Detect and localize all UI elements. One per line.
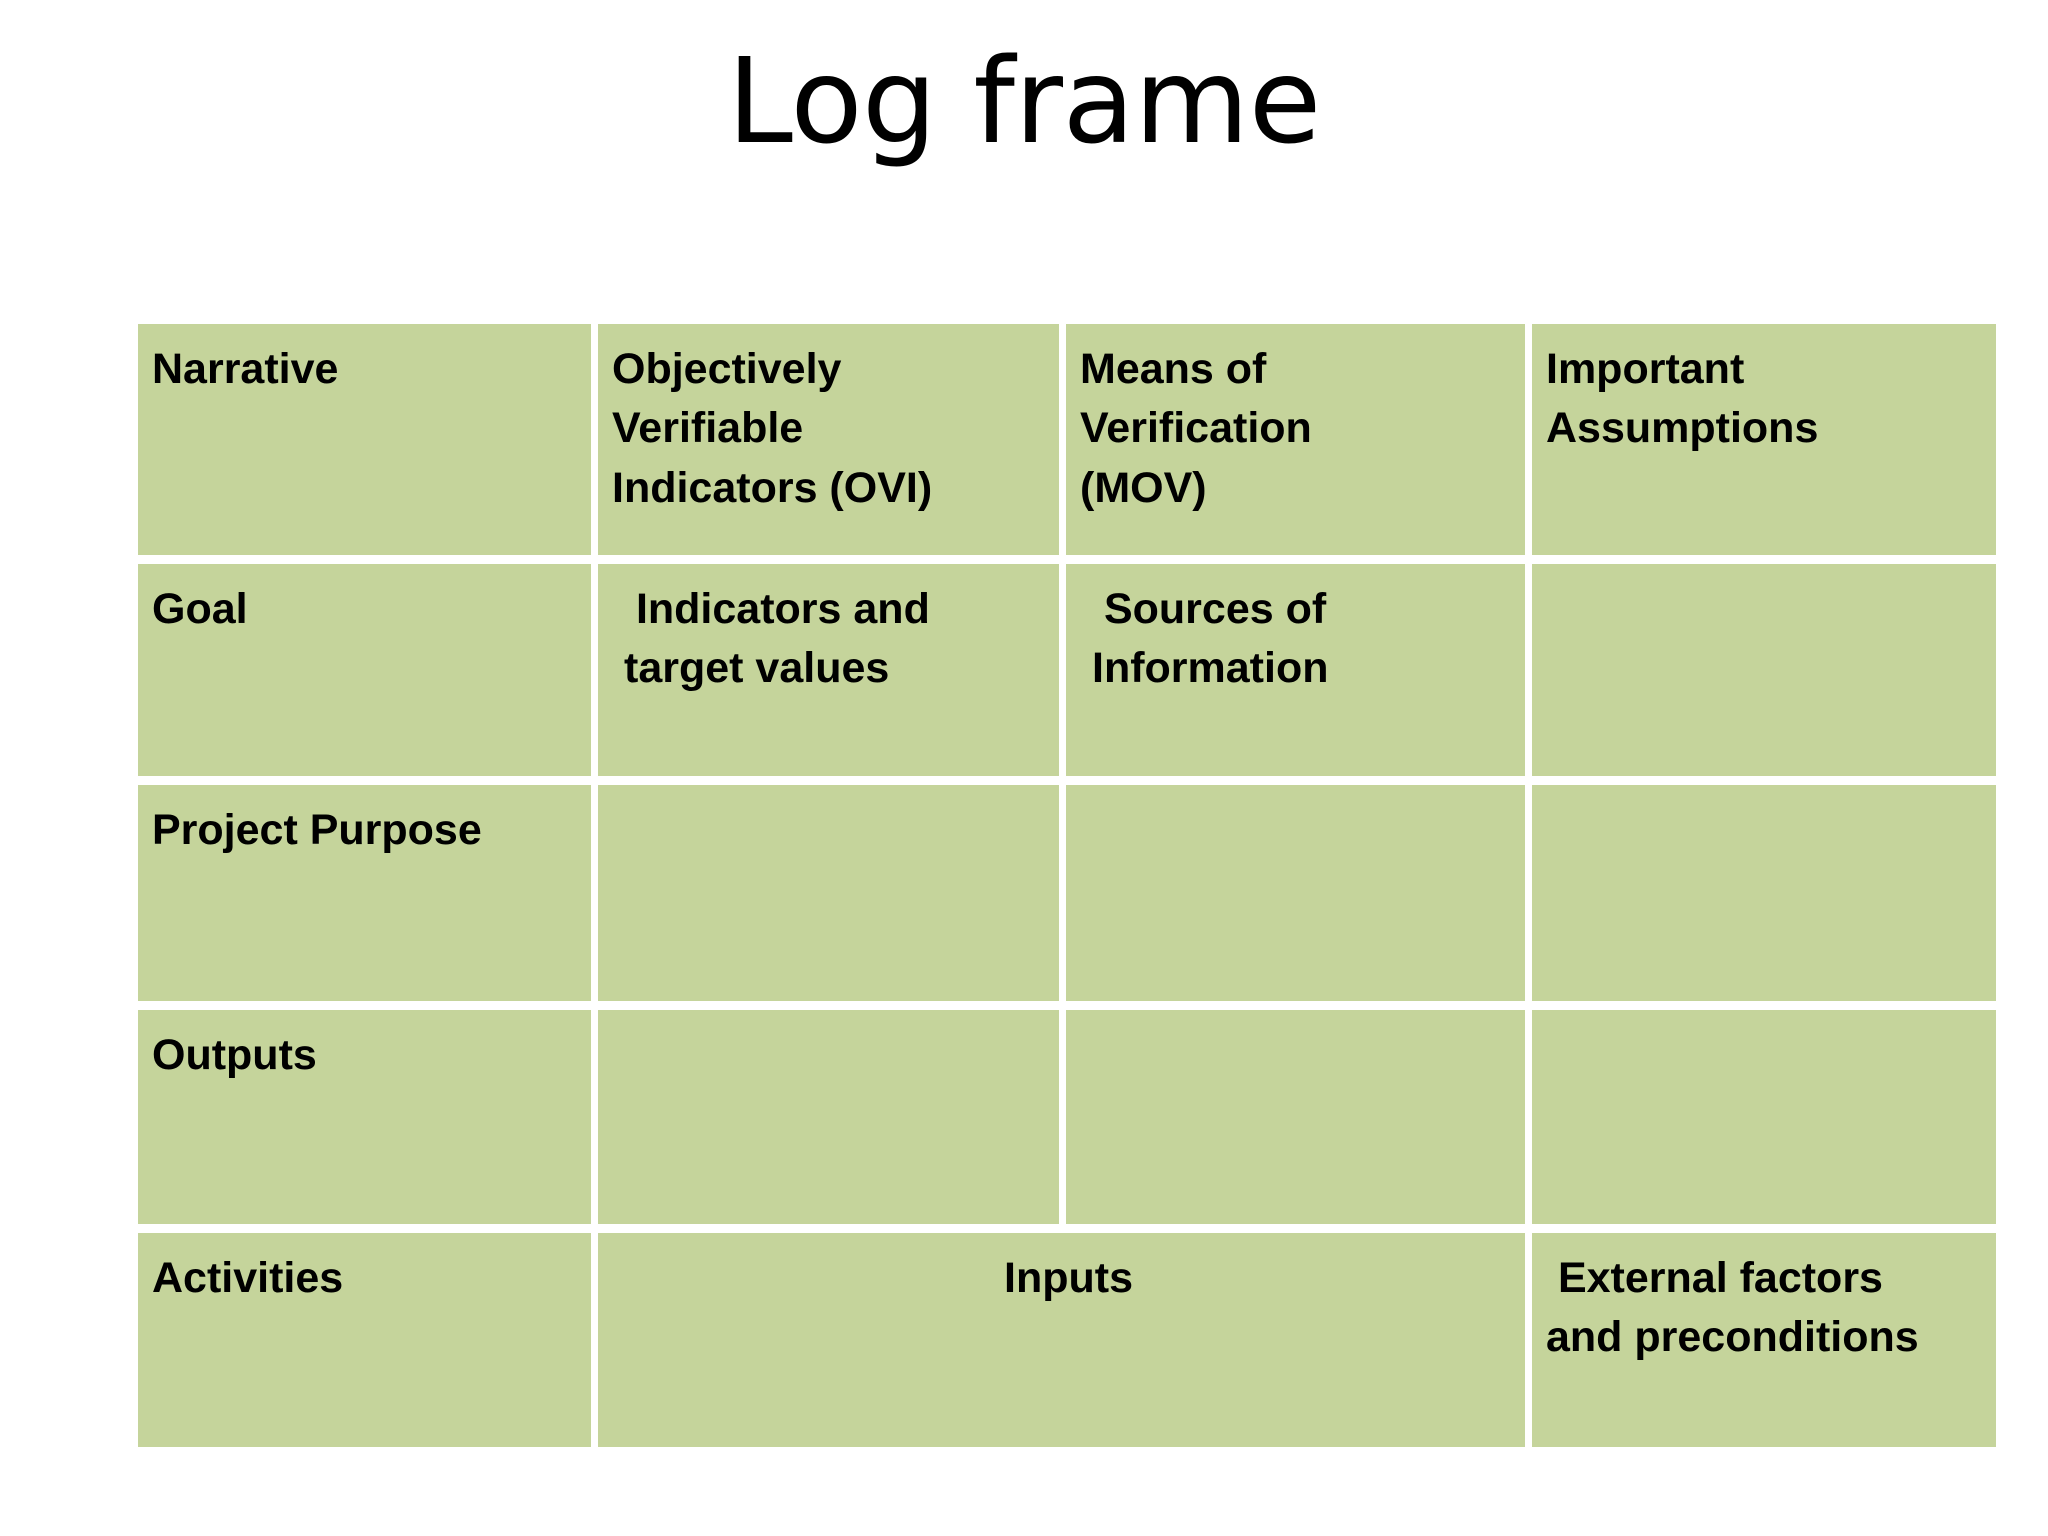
header-label-assumptions: Important Assumptions — [1546, 345, 1819, 453]
cell-outputs-assumptions — [1532, 1010, 1996, 1233]
header-label-narrative: Narrative — [152, 345, 339, 393]
table-row-outputs: Outputs — [138, 1010, 1996, 1233]
table-row-activities: Activities Inputs External factors and p… — [138, 1233, 1996, 1447]
label-outputs: Outputs — [152, 1031, 317, 1079]
cell-goal-narrative: Goal — [138, 564, 598, 785]
header-label-mov: Means of Verification (MOV) — [1080, 345, 1312, 512]
cell-outputs-mov — [1066, 1010, 1532, 1233]
table-row-project-purpose: Project Purpose — [138, 785, 1996, 1010]
cell-goal-assumptions — [1532, 564, 1996, 785]
label-goal: Goal — [152, 585, 248, 633]
logframe-table: Narrative Objectively Verifiable Indicat… — [138, 324, 1996, 1447]
cell-outputs-narrative: Outputs — [138, 1010, 598, 1233]
header-cell-mov: Means of Verification (MOV) — [1066, 324, 1532, 564]
header-cell-assumptions: Important Assumptions — [1532, 324, 1996, 564]
cell-purpose-assumptions — [1532, 785, 1996, 1010]
label-activities: Activities — [152, 1254, 344, 1302]
text-sources-of-information: Sources of Information — [1092, 585, 1329, 693]
text-indicators-and-target-values: Indicators and target values — [624, 585, 930, 693]
header-cell-narrative: Narrative — [138, 324, 598, 564]
cell-activities-narrative: Activities — [138, 1233, 598, 1447]
cell-purpose-ovi — [598, 785, 1066, 1010]
table-header-row: Narrative Objectively Verifiable Indicat… — [138, 324, 1996, 564]
header-label-ovi: Objectively Verifiable Indicators (OVI) — [612, 345, 933, 512]
page-title: Log frame — [727, 32, 1321, 170]
cell-goal-mov: Sources of Information — [1066, 564, 1532, 785]
cell-outputs-ovi — [598, 1010, 1066, 1233]
text-external-factors-and-preconditions: External factors and preconditions — [1546, 1254, 1919, 1362]
cell-activities-assumptions: External factors and preconditions — [1532, 1233, 1996, 1447]
cell-purpose-mov — [1066, 785, 1532, 1010]
table-row-goal: Goal Indicators and target values Source… — [138, 564, 1996, 785]
header-cell-ovi: Objectively Verifiable Indicators (OVI) — [598, 324, 1066, 564]
text-inputs: Inputs — [1004, 1254, 1133, 1302]
label-project-purpose: Project Purpose — [152, 806, 482, 854]
cell-activities-inputs: Inputs — [598, 1233, 1532, 1447]
cell-goal-ovi: Indicators and target values — [598, 564, 1066, 785]
cell-purpose-narrative: Project Purpose — [138, 785, 598, 1010]
